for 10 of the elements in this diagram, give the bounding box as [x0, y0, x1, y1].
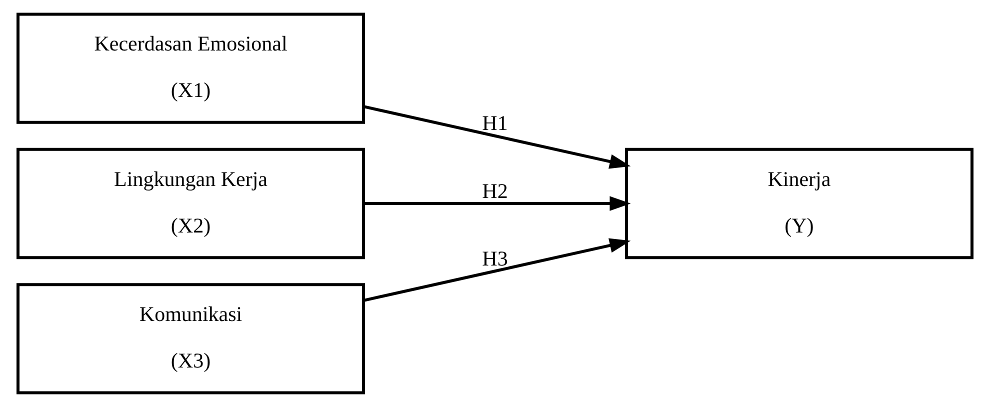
- node-box: Lingkungan Kerja (X2): [16, 148, 366, 260]
- arrow: [363, 238, 631, 302]
- arrow: [364, 196, 631, 211]
- edge-label: H2: [482, 178, 508, 203]
- node-box: Kinerja (Y): [624, 148, 974, 260]
- edge-label: H3: [482, 246, 508, 270]
- node-box: Kecerdasan Emosional (X1): [16, 12, 366, 124]
- edge-label: H1: [482, 111, 508, 136]
- node-box: Komunikasi (X3): [16, 283, 366, 394]
- arrow: [363, 105, 631, 169]
